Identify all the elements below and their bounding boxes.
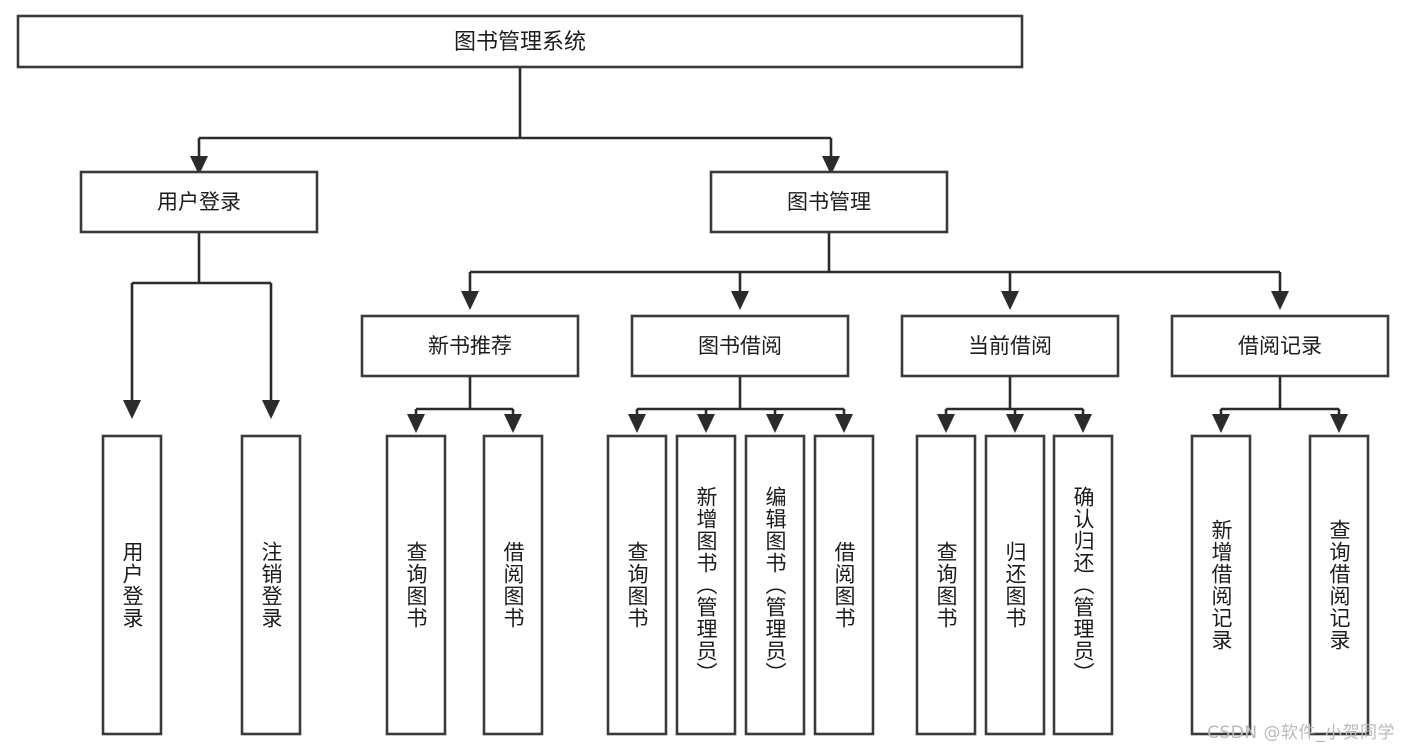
node-current-borrow[interactable]: 当前借阅 [900,314,1120,378]
node-leaf-borrow-book-2-box[interactable] [813,434,875,736]
arrowhead-leaf-query-book-2 [628,414,646,433]
arrowhead-leaf-edit-book [766,414,784,433]
node-leaf-confirm-return-box[interactable] [1052,434,1114,736]
node-leaf-return-book-box[interactable] [984,434,1046,736]
connector-layer [123,67,1348,433]
leaf-box-layer [101,434,1370,736]
arrowhead-borrow-record [1271,291,1289,310]
arrowhead-leaf-confirm-return [1074,414,1092,433]
node-user-login-label: 用户登录 [157,190,241,214]
node-root-label: 图书管理系统 [454,30,586,55]
arrowhead-new-book-recommend [461,291,479,310]
node-leaf-edit-book-box[interactable] [744,434,806,736]
node-book-borrow-box[interactable] [630,314,850,378]
node-book-management[interactable]: 图书管理 [709,170,949,234]
arrowhead-leaf-add-record [1212,414,1230,433]
arrowhead-book-borrow [731,291,749,310]
node-borrow-record[interactable]: 借阅记录 [1170,314,1390,378]
node-current-borrow-label: 当前借阅 [968,334,1052,358]
node-leaf-query-book-3-box[interactable] [915,434,977,736]
arrowhead-current-borrow [1001,291,1019,310]
csdn-watermark: CSDN @软件_小贺同学 [1207,723,1395,743]
arrowhead-leaf-borrow-book-1 [504,414,522,433]
node-root[interactable]: 图书管理系统 [16,14,1024,69]
node-user-login-box[interactable] [79,170,319,234]
node-book-borrow[interactable]: 图书借阅 [630,314,850,378]
node-leaf-query-book-2-box[interactable] [606,434,668,736]
node-book-management-box[interactable] [709,170,949,234]
node-leaf-user-login-box[interactable] [101,434,163,736]
node-borrow-record-label: 借阅记录 [1238,334,1322,358]
node-user-login[interactable]: 用户登录 [79,170,319,234]
arrowhead-leaf-query-book-3 [937,414,955,433]
arrowhead-user-login [190,156,208,175]
arrowhead-leaf-user-login [123,400,141,419]
node-root-box[interactable] [16,14,1024,69]
arrowhead-leaf-add-book [697,414,715,433]
arrowhead-leaf-logout-login [262,400,280,419]
arrowhead-leaf-return-book [1006,414,1024,433]
node-leaf-query-record-box[interactable] [1308,434,1370,736]
node-leaf-add-record-box[interactable] [1190,434,1252,736]
node-leaf-borrow-book-1-box[interactable] [482,434,544,736]
node-new-book-recommend[interactable]: 新书推荐 [360,314,580,378]
node-current-borrow-box[interactable] [900,314,1120,378]
node-book-management-label: 图书管理 [787,190,871,214]
arrowhead-leaf-borrow-book-2 [835,414,853,433]
node-leaf-add-book-box[interactable] [675,434,737,736]
node-leaf-logout-login-box[interactable] [240,434,302,736]
arrowhead-book-management [822,156,840,175]
node-leaf-query-book-1-box[interactable] [385,434,447,736]
node-new-book-recommend-box[interactable] [360,314,580,378]
arrowhead-leaf-query-book-1 [407,414,425,433]
arrowhead-leaf-query-record [1330,414,1348,433]
node-book-borrow-label: 图书借阅 [698,334,782,358]
node-borrow-record-box[interactable] [1170,314,1390,378]
node-new-book-recommend-label: 新书推荐 [428,334,512,358]
